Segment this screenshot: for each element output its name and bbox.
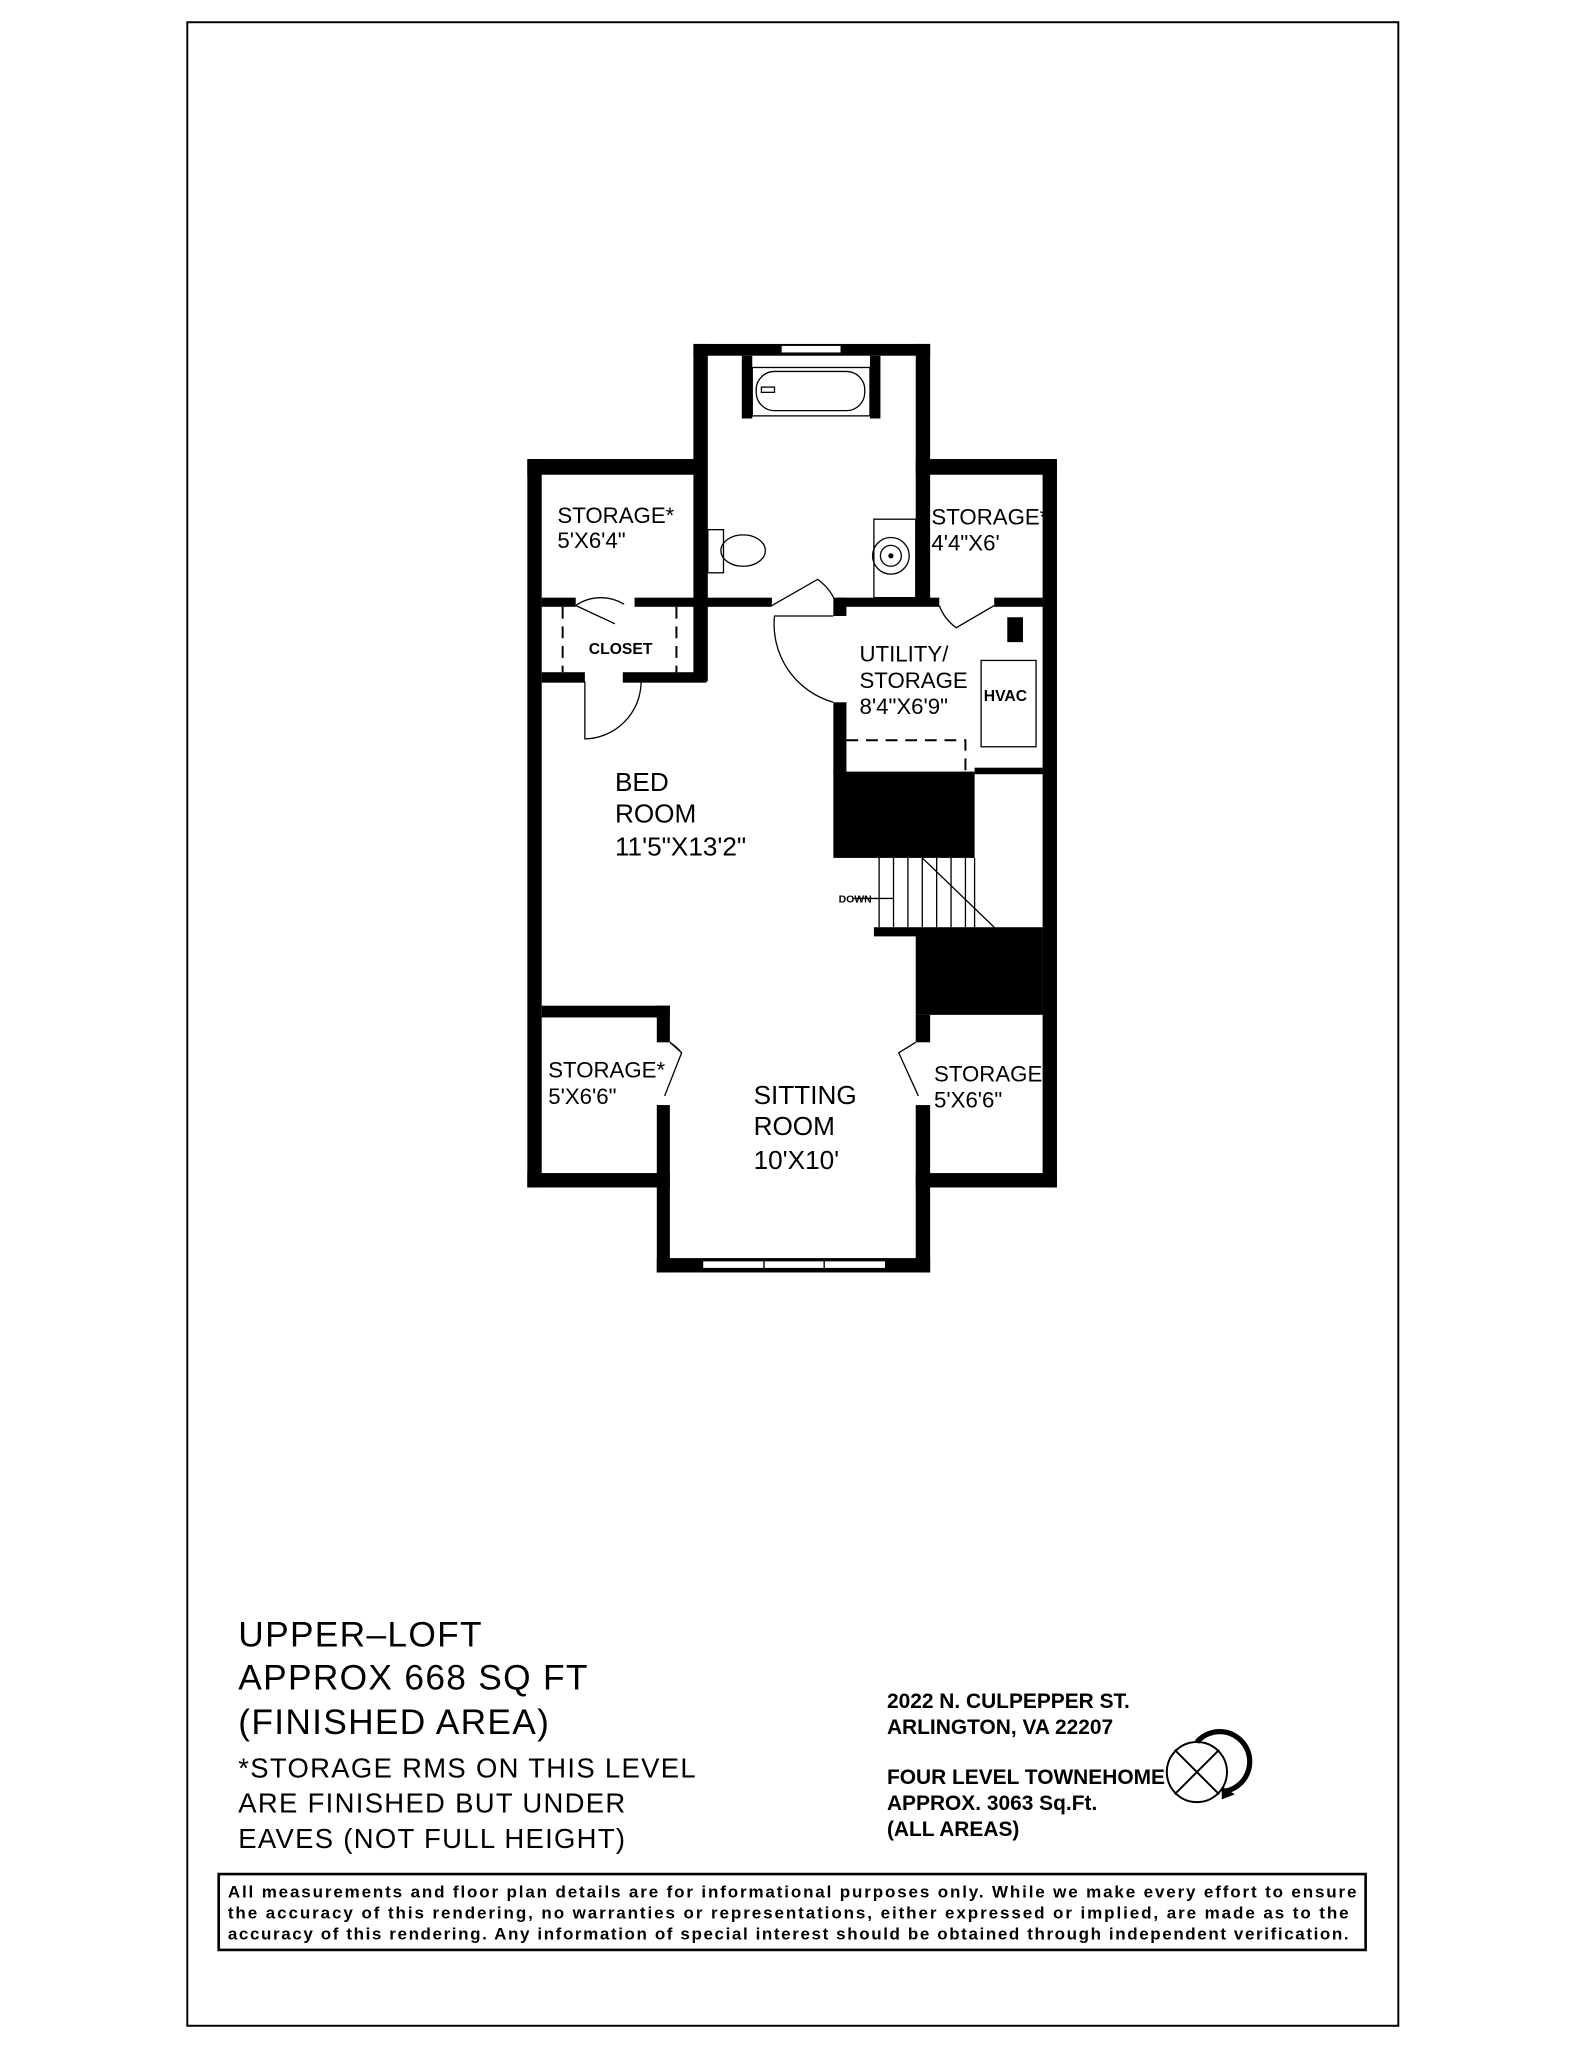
toilet-icon — [707, 529, 766, 574]
disclaimer-line-1: All measurements and floor plan details … — [228, 1883, 1357, 1902]
bedroom-name-1: BED — [615, 767, 669, 797]
storage-bottom-left-name: STORAGE* — [548, 1058, 665, 1083]
compass-icon — [1165, 1729, 1253, 1804]
sink-icon — [871, 518, 917, 599]
hvac-unit — [980, 659, 1037, 748]
closet-rod — [561, 606, 678, 673]
closet-label: CLOSET — [589, 641, 653, 658]
staircase — [852, 857, 995, 928]
hvac-label: HVAC — [984, 688, 1027, 705]
property-type: FOUR LEVEL TOWNEHOME — [887, 1766, 1165, 1789]
address-line-2: ARLINGTON, VA 22207 — [887, 1716, 1113, 1739]
level-area: APPROX 668 SQ FT — [238, 1659, 588, 1698]
level-name: UPPER–LOFT — [238, 1616, 483, 1655]
storage-top-right-name: STORAGE* — [931, 504, 1048, 529]
storage-bottom-right-name: STORAGE* — [934, 1062, 1051, 1087]
disclaimer-line-3: accuracy of this rendering. Any informat… — [228, 1924, 1349, 1943]
utility-name-1: UTILITY/ — [860, 642, 950, 667]
page-border — [186, 21, 1400, 2027]
storage-top-left-name: STORAGE* — [557, 503, 674, 528]
window-sitting — [701, 1260, 887, 1270]
doors — [575, 578, 995, 1097]
storage-top-right-size: 4'4"X6' — [931, 531, 999, 556]
storage-note-1: *STORAGE RMS ON THIS LEVEL — [238, 1752, 697, 1783]
disclaimer-line-2: the accuracy of this rendering, no warra… — [228, 1904, 1349, 1923]
walls — [527, 343, 1057, 1273]
sitting-room-name-1: SITTING — [754, 1080, 857, 1110]
property-info: 2022 N. CULPEPPER ST. ARLINGTON, VA 2220… — [887, 1690, 1165, 1841]
bathtub-icon — [741, 355, 881, 419]
disclaimer: All measurements and floor plan details … — [217, 1872, 1367, 1952]
utility-name-2: STORAGE — [860, 668, 968, 693]
storage-bottom-left-size: 5'X6'6" — [548, 1084, 616, 1109]
bedroom-name-2: ROOM — [615, 799, 696, 829]
total-area-note: (ALL AREAS) — [887, 1818, 1019, 1841]
utility-fixture — [1007, 617, 1023, 643]
window-bath — [780, 344, 842, 354]
total-area: APPROX. 3063 Sq.Ft. — [887, 1792, 1097, 1815]
sitting-room-name-2: ROOM — [754, 1111, 835, 1141]
address-line-1: 2022 N. CULPEPPER ST. — [887, 1690, 1130, 1713]
sitting-room-size: 10'X10' — [754, 1145, 840, 1175]
level-area-note: (FINISHED AREA) — [238, 1703, 550, 1742]
storage-note-3: EAVES (NOT FULL HEIGHT) — [238, 1823, 626, 1854]
storage-top-left-size: 5'X6'4" — [557, 528, 625, 553]
bedroom-size: 11'5"X13'2" — [615, 831, 746, 861]
utility-shelf — [846, 739, 967, 772]
level-info: UPPER–LOFT APPROX 668 SQ FT (FINISHED AR… — [238, 1616, 697, 1854]
utility-size: 8'4"X6'9" — [860, 694, 949, 719]
stairs-down-label: DOWN — [839, 894, 872, 905]
storage-bottom-right-size: 5'X6'6" — [934, 1088, 1002, 1113]
storage-note-2: ARE FINISHED BUT UNDER — [238, 1788, 626, 1819]
floor-plan: STORAGE* 5'X6'4" STORAGE* 4'4"X6' CLOSET… — [527, 343, 1057, 1273]
